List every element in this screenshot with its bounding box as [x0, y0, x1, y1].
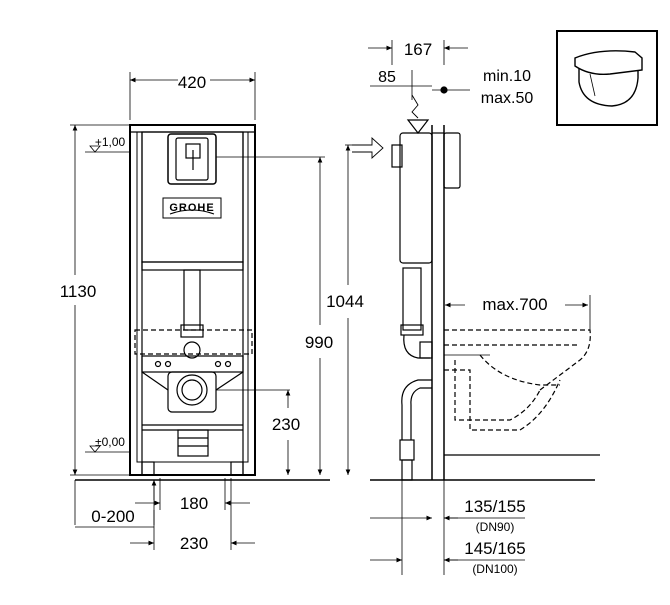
dn90-label: (DN90) [476, 520, 515, 534]
foot-spacing-inner-label: 180 [180, 494, 208, 513]
offset-label: 85 [378, 69, 396, 86]
foot-adjust-label: 0-200 [91, 507, 134, 526]
dn100-label: (DN100) [472, 562, 517, 576]
wall-min-label: min.10 [483, 68, 531, 85]
height-label: 1130 [60, 282, 97, 301]
side-view [345, 40, 600, 575]
dn90-size-label: 135/155 [464, 497, 525, 516]
flush-height-label: 1044 [326, 292, 364, 311]
dn100-size-label: 145/165 [464, 539, 525, 558]
level-top-label: +1,00 [95, 135, 126, 149]
width-label: 420 [178, 73, 206, 92]
logo-text: GROHE [169, 202, 214, 214]
wc-thumbnail [556, 30, 658, 126]
outlet-height-label: 990 [305, 333, 333, 352]
wall-max-label: max.50 [481, 90, 534, 107]
front-view [70, 72, 330, 550]
grohe-logo: GROHE [162, 197, 222, 219]
level-bottom-label: ±0,00 [95, 435, 125, 449]
depth-label: 167 [404, 40, 432, 59]
foot-spacing-outer-label: 230 [180, 534, 208, 553]
bowl-reach-label: max.700 [482, 295, 547, 314]
drain-height-label: 230 [272, 415, 300, 434]
